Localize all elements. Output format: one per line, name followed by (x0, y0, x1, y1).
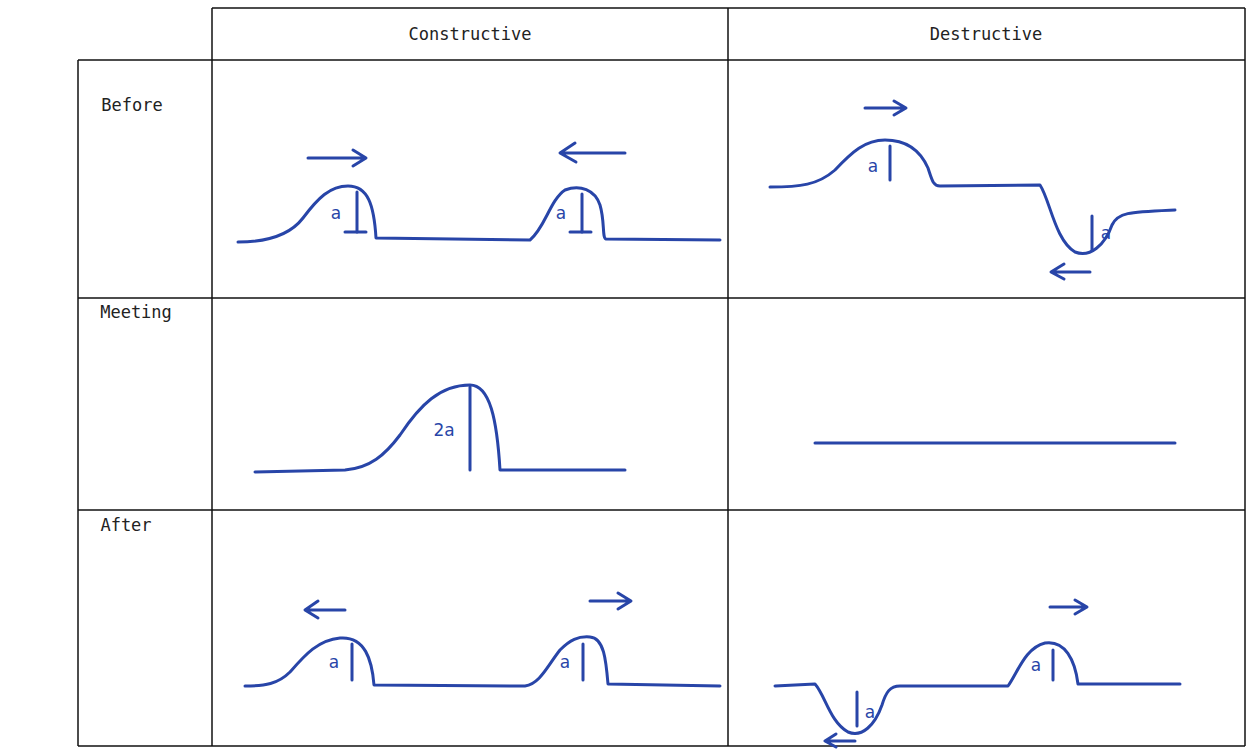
row-header: Before (101, 95, 162, 115)
amplitude-label: a (556, 203, 566, 223)
row-header: Meeting (100, 302, 172, 322)
amplitude-label: a (868, 156, 878, 176)
column-header: Destructive (930, 24, 1043, 44)
amplitude-label: a (331, 203, 341, 223)
table-grid (78, 8, 1245, 746)
amplitude-label: a (329, 652, 339, 672)
amplitude-label: a (1031, 655, 1041, 675)
row-header: After (100, 515, 151, 535)
amplitude-label: a (560, 652, 570, 672)
amplitude-label: a (865, 702, 875, 722)
amplitude-label: 2a (433, 420, 454, 440)
column-header: Constructive (409, 24, 532, 44)
wave-pulses (238, 101, 1180, 747)
amplitude-label: a (1101, 223, 1111, 243)
